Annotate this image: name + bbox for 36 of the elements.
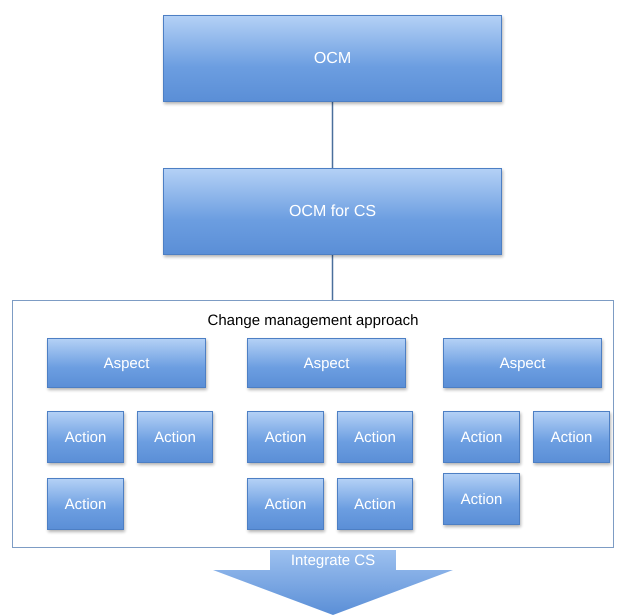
node-text: Action <box>154 428 196 446</box>
node-text: Action <box>460 428 502 446</box>
node-text: Action <box>550 428 592 446</box>
node-text: Action <box>460 490 502 508</box>
process-box <box>337 411 413 463</box>
node-text: Action <box>264 428 306 446</box>
node-text: OCM for CS <box>288 202 376 220</box>
node-text: Action <box>354 496 396 512</box>
connector-line <box>332 102 334 168</box>
process-box <box>163 15 502 102</box>
process-box <box>247 338 406 388</box>
node-text: Action <box>264 496 306 512</box>
node-text: Aspect <box>104 354 150 372</box>
arrow-label: Integrate CS <box>290 552 376 569</box>
connector-line <box>332 255 334 300</box>
process-box <box>47 411 124 463</box>
block-arrow <box>213 550 453 615</box>
process-box <box>47 338 206 388</box>
process-box <box>163 168 502 255</box>
process-box <box>137 411 213 463</box>
process-box <box>533 411 610 463</box>
node-text: Action <box>354 428 396 446</box>
process-box <box>443 411 520 463</box>
node-text: Aspect <box>500 354 546 372</box>
node-text: Action <box>64 496 106 512</box>
process-box <box>337 478 413 530</box>
process-box <box>47 478 124 530</box>
process-box <box>247 478 324 530</box>
process-box <box>247 411 324 463</box>
group-frame <box>12 300 614 548</box>
group-heading: Change management approach <box>206 312 420 329</box>
process-box <box>443 338 602 388</box>
node-text: Aspect <box>304 354 350 372</box>
process-box <box>443 473 520 525</box>
node-text: Action <box>64 428 106 446</box>
node-text: OCM <box>314 50 352 68</box>
